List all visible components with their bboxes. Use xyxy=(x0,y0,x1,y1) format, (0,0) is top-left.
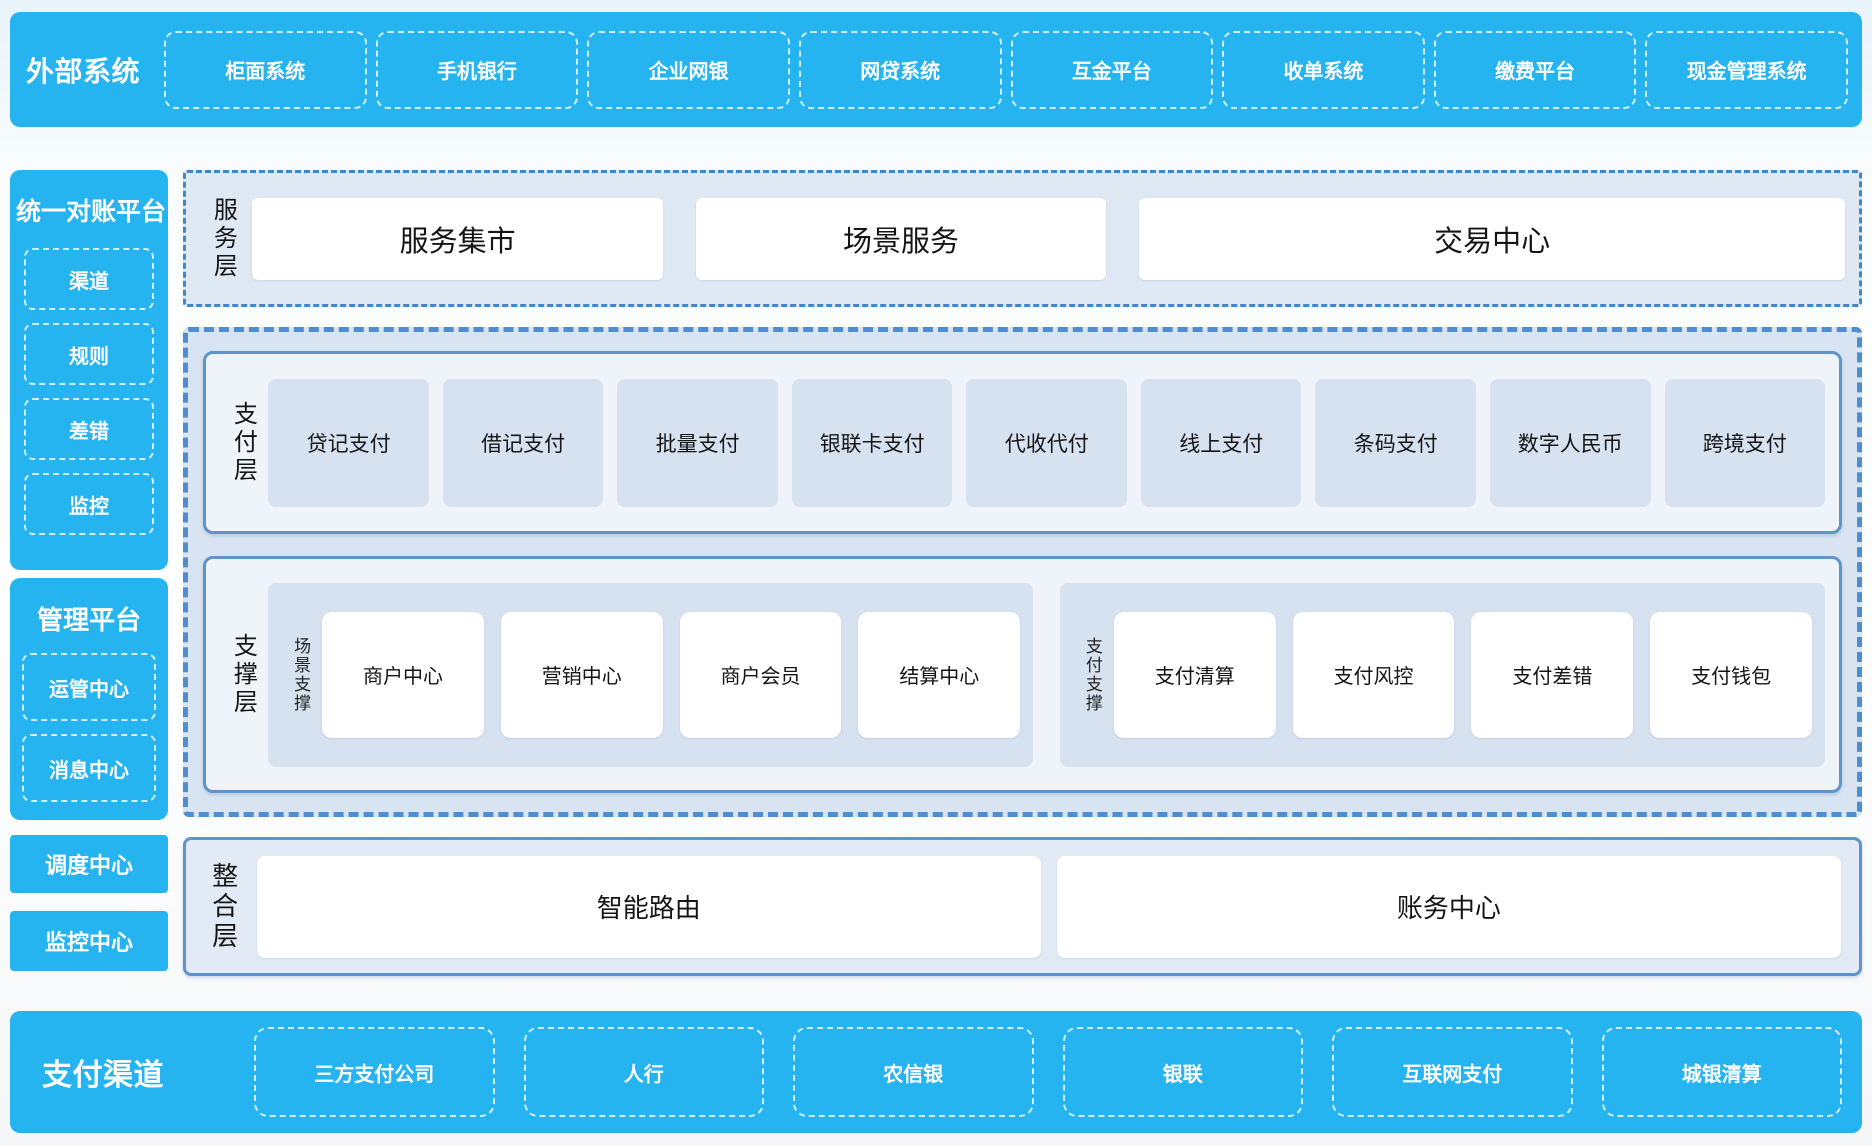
payment-channel-item: 城银清算 xyxy=(1601,1027,1842,1117)
service-layer-label: 服务层 xyxy=(209,196,237,281)
payment-channels-bar: 支付渠道 三方支付公司人行农信银银联互联网支付城银清算 xyxy=(10,1011,1862,1133)
management-platform-items: 运管中心消息中心 xyxy=(22,653,156,802)
external-system-item: 收单系统 xyxy=(1222,30,1425,109)
support-layer-groups: 场景支撑 商户中心营销中心商户会员结算中心 支付支撑 支付清算支付风控支付差错支… xyxy=(268,582,1826,767)
payment-support-item: 支付钱包 xyxy=(1650,611,1813,738)
integration-item: 账务中心 xyxy=(1056,855,1841,958)
integration-item: 智能路由 xyxy=(256,855,1041,958)
scene-support-item: 商户会员 xyxy=(679,611,842,738)
scene-support-label: 场景支撑 xyxy=(291,636,311,713)
payment-channels-items: 三方支付公司人行农信银银联互联网支付城银清算 xyxy=(254,1027,1842,1117)
external-systems-bar: 外部系统 柜面系统手机银行企业网银网贷系统互金平台收单系统缴费平台现金管理系统 xyxy=(10,12,1862,127)
payment-item: 线上支付 xyxy=(1140,378,1302,507)
external-systems-label: 外部系统 xyxy=(26,55,141,87)
diagram-body: 统一对账平台 渠道规则差错监控 管理平台 运管中心消息中心 调度中心 监控中心 … xyxy=(10,170,1862,976)
payment-item: 代收代付 xyxy=(966,378,1127,507)
scene-support-group: 场景支撑 商户中心营销中心商户会员结算中心 xyxy=(268,582,1034,767)
payment-channel-item: 互联网支付 xyxy=(1332,1027,1573,1117)
reconciliation-platform-panel: 统一对账平台 渠道规则差错监控 xyxy=(10,170,168,570)
payment-item: 数字人民币 xyxy=(1490,378,1651,507)
external-system-item: 网贷系统 xyxy=(798,30,1002,109)
scene-support-item: 营销中心 xyxy=(500,611,663,738)
management-item: 消息中心 xyxy=(22,734,156,802)
payment-channel-item: 银联 xyxy=(1062,1027,1303,1117)
core-layers-panel: 支付层 贷记支付借记支付批量支付银联卡支付代收代付线上支付条码支付数字人民币跨境… xyxy=(183,327,1862,817)
integration-layer-label: 整合层 xyxy=(208,861,239,952)
scene-support-item: 结算中心 xyxy=(858,611,1021,738)
payment-support-label: 支付支撑 xyxy=(1082,636,1102,713)
main-column: 服务层 服务集市场景服务交易中心 支付层 贷记支付借记支付批量支付银联卡支付代收… xyxy=(183,170,1862,976)
support-layer-panel: 支撑层 场景支撑 商户中心营销中心商户会员结算中心 支付支撑 支付清算支付风控支… xyxy=(203,556,1842,793)
service-item: 场景服务 xyxy=(695,197,1107,280)
reconciliation-item: 规则 xyxy=(24,323,154,385)
management-item: 运管中心 xyxy=(22,653,156,721)
service-layer-panel: 服务层 服务集市场景服务交易中心 xyxy=(183,170,1862,307)
payment-layer-items: 贷记支付借记支付批量支付银联卡支付代收代付线上支付条码支付数字人民币跨境支付 xyxy=(268,378,1826,507)
payment-support-item: 支付风控 xyxy=(1292,611,1455,738)
integration-layer-panel: 整合层 智能路由账务中心 xyxy=(183,837,1862,976)
payment-item: 借记支付 xyxy=(442,378,604,507)
payment-item: 跨境支付 xyxy=(1664,378,1826,507)
external-system-item: 互金平台 xyxy=(1010,30,1214,109)
payment-channel-item: 人行 xyxy=(523,1027,764,1117)
external-system-item: 柜面系统 xyxy=(164,30,367,109)
payment-support-items: 支付清算支付风控支付差错支付钱包 xyxy=(1113,611,1813,738)
reconciliation-item: 监控 xyxy=(24,473,154,535)
support-layer-label: 支撑层 xyxy=(229,632,257,717)
scene-support-items: 商户中心营销中心商户会员结算中心 xyxy=(322,611,1021,738)
management-platform-title: 管理平台 xyxy=(36,605,141,635)
payment-layer-panel: 支付层 贷记支付借记支付批量支付银联卡支付代收代付线上支付条码支付数字人民币跨境… xyxy=(203,351,1842,535)
service-layer-items: 服务集市场景服务交易中心 xyxy=(252,197,1845,280)
payment-support-item: 支付差错 xyxy=(1471,611,1634,738)
payment-support-item: 支付清算 xyxy=(1113,611,1276,738)
reconciliation-platform-items: 渠道规则差错监控 xyxy=(24,248,154,535)
monitor-center-box: 监控中心 xyxy=(10,911,168,971)
external-system-item: 企业网银 xyxy=(587,30,790,109)
reconciliation-item: 差错 xyxy=(24,398,154,460)
reconciliation-item: 渠道 xyxy=(24,248,154,310)
payment-item: 批量支付 xyxy=(617,378,778,507)
left-column: 统一对账平台 渠道规则差错监控 管理平台 运管中心消息中心 调度中心 监控中心 xyxy=(10,170,168,976)
scene-support-item: 商户中心 xyxy=(322,611,484,738)
reconciliation-platform-title: 统一对账平台 xyxy=(16,198,167,226)
external-system-item: 现金管理系统 xyxy=(1645,30,1848,109)
external-system-item: 缴费平台 xyxy=(1433,30,1637,109)
service-item: 服务集市 xyxy=(252,197,663,280)
external-systems-items: 柜面系统手机银行企业网银网贷系统互金平台收单系统缴费平台现金管理系统 xyxy=(164,30,1848,109)
dispatch-center-box: 调度中心 xyxy=(10,835,168,893)
payment-channel-item: 农信银 xyxy=(793,1027,1034,1117)
payment-layer-label: 支付层 xyxy=(229,400,257,485)
external-system-item: 手机银行 xyxy=(375,30,579,109)
payment-item: 条码支付 xyxy=(1315,378,1476,507)
service-item: 交易中心 xyxy=(1139,197,1845,280)
payment-item: 银联卡支付 xyxy=(791,378,953,507)
payment-support-group: 支付支撑 支付清算支付风控支付差错支付钱包 xyxy=(1060,582,1826,767)
management-platform-panel: 管理平台 运管中心消息中心 xyxy=(10,578,168,820)
integration-layer-items: 智能路由账务中心 xyxy=(256,855,1841,958)
payment-channels-label: 支付渠道 xyxy=(42,1059,164,1092)
payment-item: 贷记支付 xyxy=(268,378,429,507)
payment-channel-item: 三方支付公司 xyxy=(254,1027,495,1117)
